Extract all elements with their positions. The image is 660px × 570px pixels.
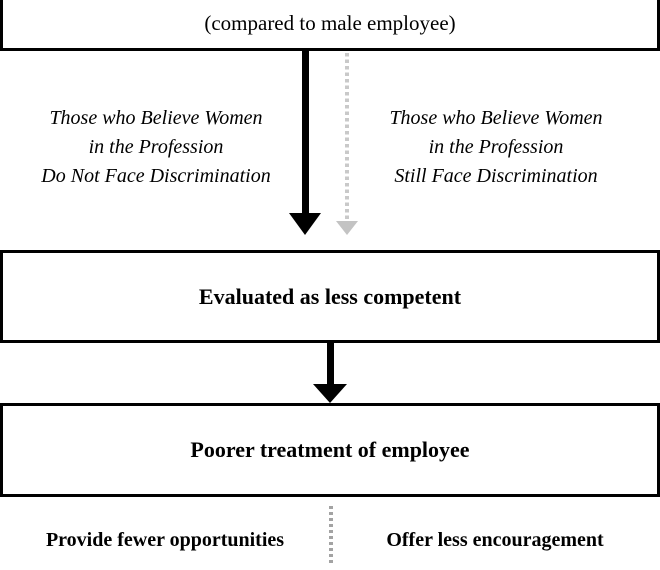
arrow-solid-stem xyxy=(302,48,309,215)
top-box: (compared to male employee) xyxy=(0,0,660,51)
branch-right-line-1: Those who Believe Women xyxy=(389,107,603,129)
outcome-right-label: Offer less encouragement xyxy=(386,528,604,551)
branch-left-line-1: Those who Believe Women xyxy=(49,107,263,129)
outcome-divider-dotted-line xyxy=(329,506,333,566)
middle-box-label: Evaluated as less competent xyxy=(198,283,462,309)
arrow-dotted-head xyxy=(336,221,358,235)
outcome-left: Provide fewer opportunities xyxy=(0,524,330,556)
middle-box: Evaluated as less competent xyxy=(0,250,660,343)
bottom-box-label: Poorer treatment of employee xyxy=(190,437,470,462)
arrow-solid-head xyxy=(289,213,321,235)
arrow-mid-head xyxy=(313,384,347,403)
branch-left-line-3: Do Not Face Discrimination xyxy=(41,165,271,187)
arrow-dotted-stem xyxy=(345,53,349,223)
bottom-box: Poorer treatment of employee xyxy=(0,403,660,497)
outcome-right: Offer less encouragement xyxy=(330,524,660,556)
outcome-left-label: Provide fewer opportunities xyxy=(45,528,285,551)
top-box-label: (compared to male employee) xyxy=(204,11,456,35)
arrow-mid-stem xyxy=(327,343,334,388)
branch-right-line-3: Still Face Discrimination xyxy=(394,165,598,187)
branch-right-line-2: in the Profession xyxy=(428,136,564,158)
branch-label-right: Those who Believe Women in the Professio… xyxy=(336,104,656,191)
branch-label-left: Those who Believe Women in the Professio… xyxy=(0,104,312,191)
branch-left-line-2: in the Profession xyxy=(88,136,224,158)
